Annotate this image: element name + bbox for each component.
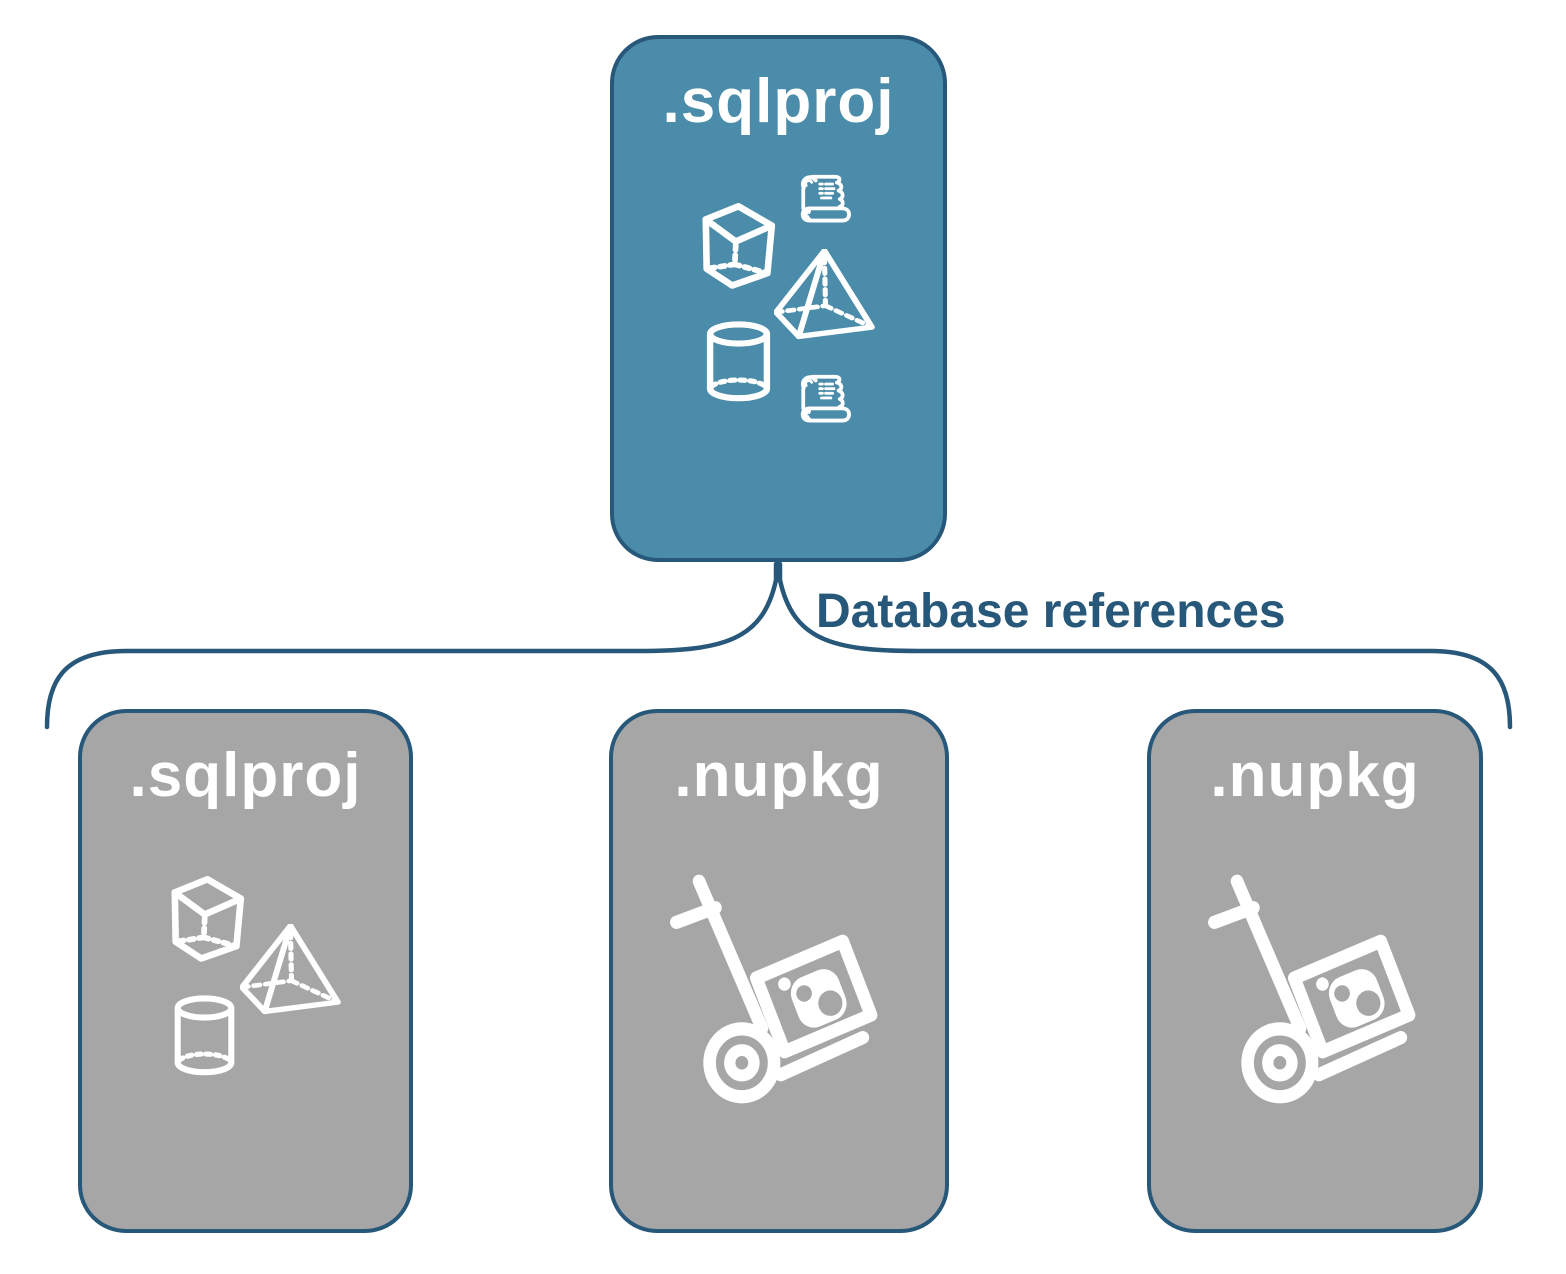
root-box-title: .sqlproj [662,67,895,136]
hand-truck-package-icon [1203,868,1455,1133]
pyramid-icon [774,249,877,342]
child-box-title: .sqlproj [129,741,362,810]
child-box-sqlproj: .sqlproj [78,709,413,1233]
child-box-title: .nupkg [674,741,884,810]
child-box-title: .nupkg [1210,741,1420,810]
cylinder-icon [171,995,238,1077]
brace-connector [44,561,1513,730]
cylinder-icon [703,321,774,403]
scroll-icon [796,373,854,431]
cube-icon [697,201,785,289]
connector-label: Database references [816,585,1286,638]
scroll-icon [796,173,854,231]
child-box-nupkg-2: .nupkg [1147,709,1483,1233]
pyramid-icon [240,924,343,1017]
hand-truck-package-icon [665,868,917,1133]
child-box-nupkg-1: .nupkg [609,709,949,1233]
root-box-sqlproj: .sqlproj [610,35,947,562]
